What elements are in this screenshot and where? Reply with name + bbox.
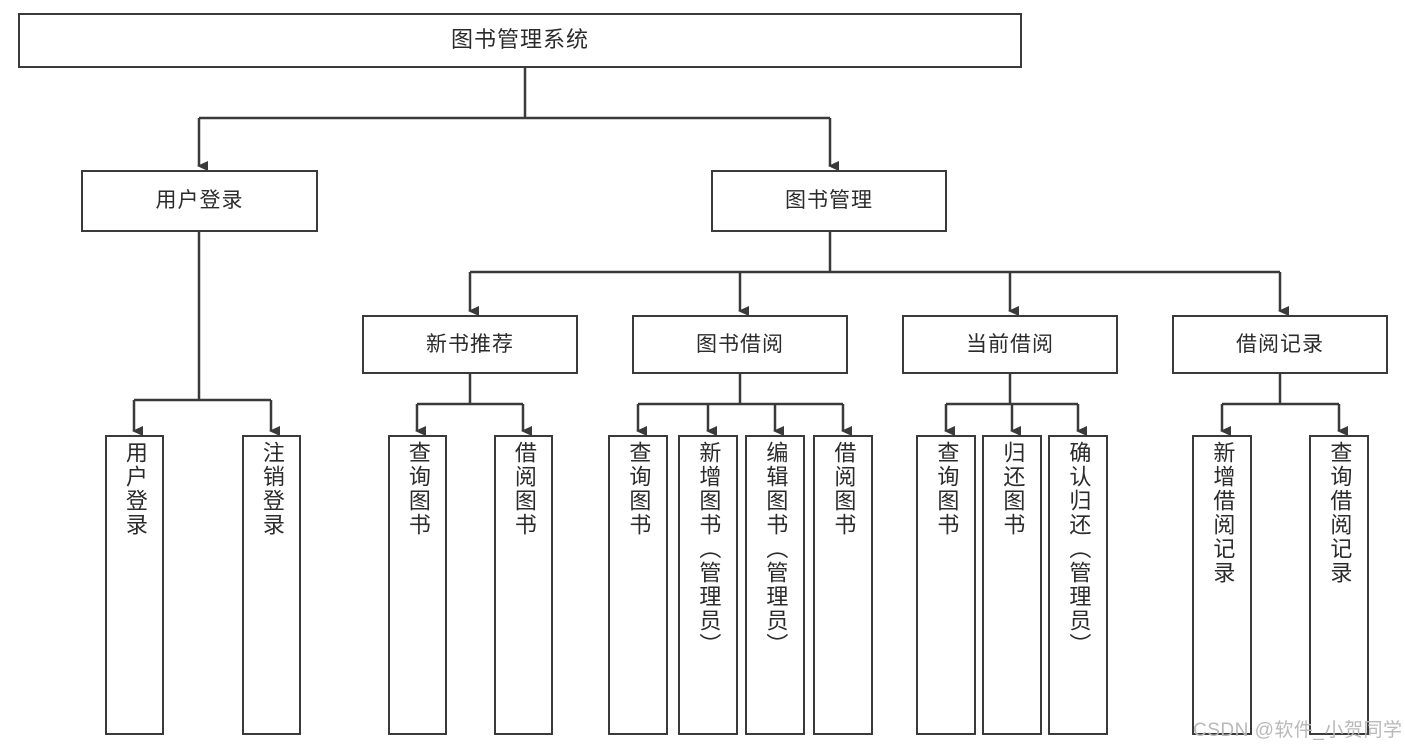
leaf-label: 查询图书 — [405, 441, 431, 537]
node-label: 图书管理系统 — [450, 27, 589, 53]
leaf-label: 查询图书 — [934, 441, 960, 537]
csdn-watermark: CSDN @软件_小贺同学 — [1193, 720, 1403, 741]
leaf-add-book-admin[interactable]: 新增图书（管理员） — [678, 435, 738, 735]
leaf-query-borrow-record[interactable]: 查询借阅记录 — [1309, 435, 1369, 735]
leaf-label: 用户登录 — [122, 441, 148, 537]
leaf-label: 查询借阅记录 — [1327, 441, 1353, 585]
node-label: 图书管理 — [785, 189, 873, 213]
leaf-label: 查询图书 — [626, 441, 652, 537]
node-label: 图书借阅 — [696, 332, 784, 356]
leaf-label: 新增借阅记录 — [1210, 441, 1236, 585]
leaf-logout-login[interactable]: 注销登录 — [242, 435, 301, 735]
leaf-return-book[interactable]: 归还图书 — [982, 435, 1042, 735]
node-book-management[interactable]: 图书管理 — [711, 170, 947, 232]
leaf-confirm-return-admin[interactable]: 确认归还（管理员） — [1048, 435, 1108, 735]
leaf-label: 新增图书（管理员） — [696, 441, 722, 657]
node-root-book-management-system[interactable]: 图书管理系统 — [18, 13, 1022, 68]
leaf-borrow-book[interactable]: 借阅图书 — [813, 435, 873, 735]
leaf-label: 借阅图书 — [831, 441, 857, 537]
node-book-borrow[interactable]: 图书借阅 — [632, 315, 848, 374]
leaf-query-book-borrow[interactable]: 查询图书 — [608, 435, 668, 735]
leaf-label: 借阅图书 — [511, 441, 537, 537]
leaf-add-borrow-record[interactable]: 新增借阅记录 — [1192, 435, 1252, 735]
node-label: 当前借阅 — [966, 332, 1054, 356]
node-current-borrow[interactable]: 当前借阅 — [902, 315, 1118, 374]
leaf-label: 确认归还（管理员） — [1066, 441, 1092, 657]
leaf-user-login[interactable]: 用户登录 — [105, 435, 164, 735]
leaf-query-book-recommend[interactable]: 查询图书 — [388, 435, 447, 735]
leaf-label: 编辑图书（管理员） — [763, 441, 789, 657]
node-borrow-records[interactable]: 借阅记录 — [1172, 315, 1388, 374]
node-new-book-recommend[interactable]: 新书推荐 — [362, 315, 578, 374]
leaf-query-book-current[interactable]: 查询图书 — [916, 435, 976, 735]
leaf-label: 注销登录 — [259, 441, 285, 537]
node-label: 借阅记录 — [1236, 332, 1324, 356]
leaf-borrow-book-recommend[interactable]: 借阅图书 — [494, 435, 553, 735]
node-user-login[interactable]: 用户登录 — [81, 170, 318, 232]
node-label: 用户登录 — [155, 189, 244, 213]
leaf-label: 归还图书 — [1000, 441, 1026, 537]
leaf-edit-book-admin[interactable]: 编辑图书（管理员） — [745, 435, 805, 735]
node-label: 新书推荐 — [426, 332, 514, 356]
